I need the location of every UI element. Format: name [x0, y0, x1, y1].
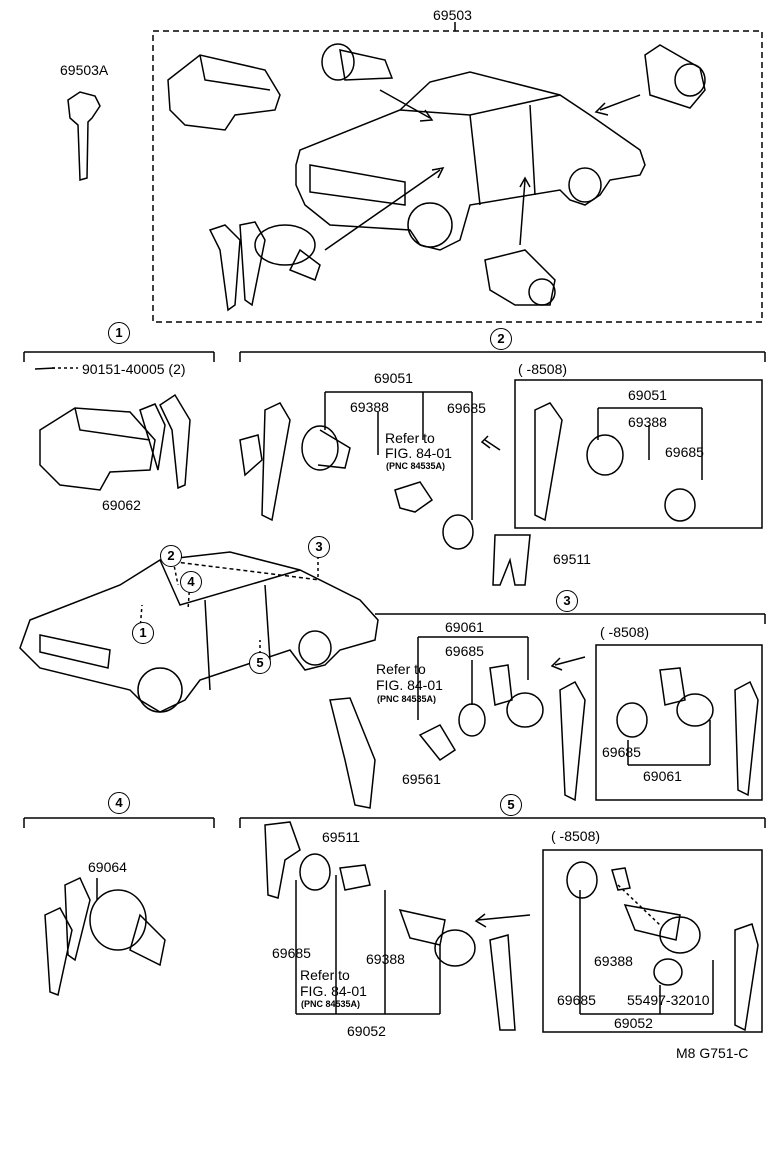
- label-s5b-cyl: 69052: [614, 1015, 653, 1031]
- callout-section-1: 1: [108, 322, 130, 344]
- callout-section-4: 4: [108, 792, 130, 814]
- label-s2-pad: 69685: [447, 400, 486, 416]
- label-s2b-pad: 69685: [665, 444, 704, 460]
- section-1-bracket: [23, 351, 215, 362]
- section-2-bracket: [239, 351, 766, 362]
- car-callout-3: 3: [308, 536, 330, 558]
- section-1-parts: [34, 367, 191, 491]
- label-s2b-cyl: 69051: [628, 387, 667, 403]
- label-s5-pad: 69685: [272, 945, 311, 961]
- section-5-bracket: [239, 817, 766, 828]
- callout-section-2: 2: [490, 328, 512, 350]
- section-2-leaders: [324, 391, 703, 520]
- label-s5-clip: 69511: [322, 829, 360, 845]
- label-s3-cyl: 69061: [445, 619, 484, 635]
- section-5-parts: [264, 821, 759, 1032]
- section-3-leaders: [417, 636, 711, 766]
- label-s3-pad: 69685: [445, 643, 484, 659]
- assembly-box: [152, 30, 763, 323]
- label-s3-plate: 69561: [402, 771, 441, 787]
- label-s3b-cyl: 69061: [643, 768, 682, 784]
- label-s5-pin: 69388: [366, 951, 405, 967]
- section-4-bracket: [23, 817, 215, 828]
- label-s5-cyl: 69052: [347, 1023, 386, 1039]
- car-callout-1: 1: [132, 622, 154, 644]
- top-ignition-keys: [208, 221, 321, 312]
- top-steering-cover: [167, 54, 281, 131]
- label-69503: 69503: [433, 7, 472, 23]
- car-callout-4: 4: [180, 571, 202, 593]
- label-s5-ref1: Refer to: [300, 967, 350, 983]
- callout-section-5: 5: [500, 794, 522, 816]
- label-s2-clip: 69511: [553, 551, 591, 567]
- section-5-subbox: [542, 849, 763, 1033]
- section-3-subbox: [595, 644, 763, 801]
- label-s5b-part: 55497-32010: [627, 992, 710, 1008]
- label-s3-ref3: (PNC 84535A): [377, 694, 437, 704]
- label-s2-date: ( -8508): [518, 361, 568, 377]
- label-s3-ref2: FIG. 84-01: [376, 677, 443, 693]
- top-key-blank: [67, 91, 101, 181]
- top-car-outline: [295, 71, 646, 251]
- top-door-cyl-right: [644, 44, 706, 109]
- label-s2-ref2: FIG. 84-01: [385, 445, 452, 461]
- car-callout-5: 5: [249, 652, 271, 674]
- footer-code: M8 G751-C: [676, 1045, 749, 1061]
- label-s2-pin: 69388: [350, 399, 389, 415]
- label-69062: 69062: [102, 497, 141, 513]
- section-3-bracket: [375, 613, 766, 624]
- label-s2-ref3: (PNC 84535A): [386, 461, 446, 471]
- section-4-parts: [44, 877, 166, 997]
- label-s3-ref1: Refer to: [376, 661, 426, 677]
- label-69503A: 69503A: [60, 62, 109, 78]
- section-2-subbox: [514, 379, 763, 529]
- top-door-cyl-left: [321, 43, 394, 81]
- label-s5b-pin: 69388: [594, 953, 633, 969]
- label-bolt: 90151-40005 (2): [82, 361, 186, 377]
- callout-section-3: 3: [556, 590, 578, 612]
- section-2-parts: [239, 402, 696, 586]
- label-s5-ref3: (PNC 84535A): [301, 999, 361, 1009]
- top-trunk-cyl: [484, 249, 556, 306]
- label-s3b-pad: 69685: [602, 744, 641, 760]
- label-s2b-pin: 69388: [628, 414, 667, 430]
- label-s3-date: ( -8508): [600, 624, 650, 640]
- label-s2-cyl: 69051: [374, 370, 413, 386]
- label-s5b-pad: 69685: [557, 992, 596, 1008]
- label-s4-cyl: 69064: [88, 859, 127, 875]
- top-arrows: [324, 89, 641, 251]
- label-s5-date: ( -8508): [551, 828, 601, 844]
- middle-leaders: [139, 550, 319, 660]
- section-5-leaders: [295, 875, 714, 1015]
- label-s5-ref2: FIG. 84-01: [300, 983, 367, 999]
- car-callout-2: 2: [160, 545, 182, 567]
- label-s2-ref1: Refer to: [385, 430, 435, 446]
- section-3-parts: [329, 656, 759, 809]
